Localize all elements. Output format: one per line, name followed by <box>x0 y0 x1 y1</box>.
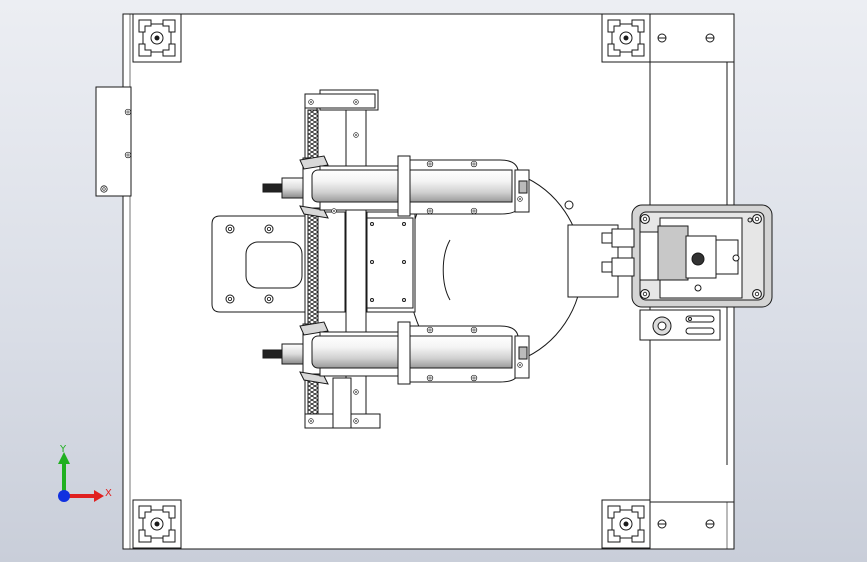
gripper-cylinder-lower <box>262 321 530 385</box>
gripper-cylinder-upper <box>262 155 530 219</box>
rotary-actuator-block <box>601 204 773 308</box>
x-axis-label: X <box>105 488 112 499</box>
sensor-bracket <box>639 309 721 341</box>
corner-profile-bottom-right <box>601 499 651 549</box>
corner-profile-bottom-left <box>132 499 182 549</box>
left-side-bracket <box>95 86 132 197</box>
y-axis-label: Y <box>59 444 67 455</box>
rail-right <box>345 89 367 429</box>
gear-rack <box>307 109 319 415</box>
corner-profile-top-right <box>601 13 651 63</box>
axis-triad: Y X <box>58 444 112 502</box>
corner-profile-top-left <box>132 13 182 63</box>
slot-holes <box>657 33 715 529</box>
z-axis-dot <box>58 490 70 502</box>
